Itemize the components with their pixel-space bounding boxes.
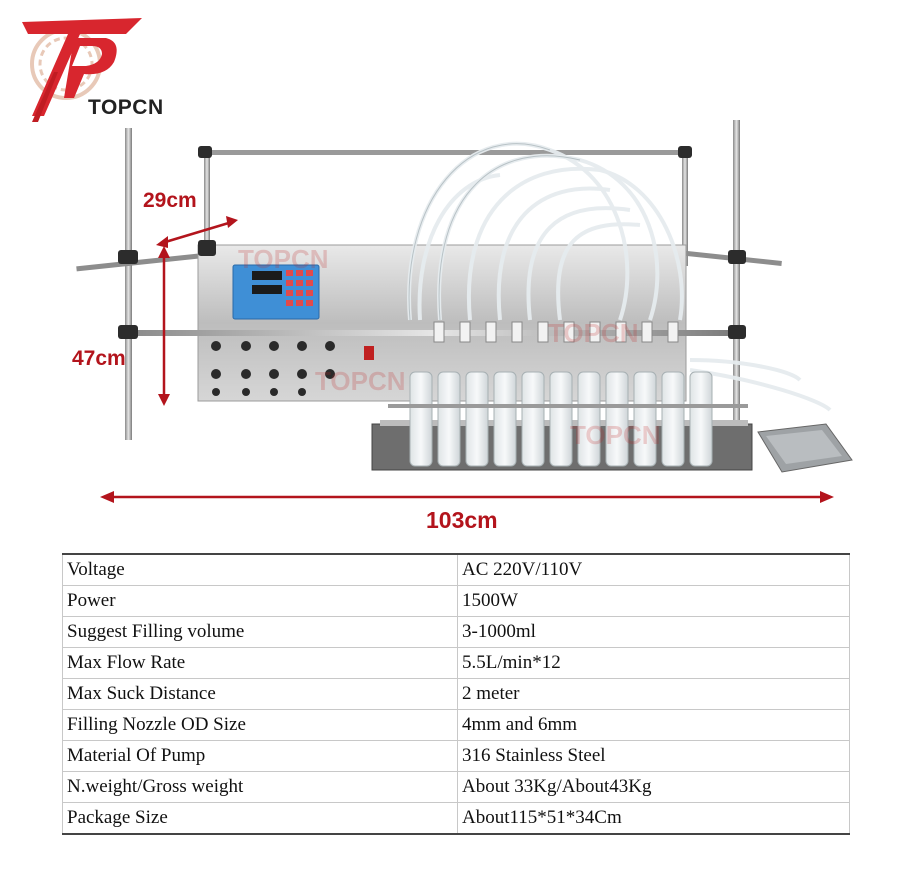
spec-label: Max Suck Distance	[62, 678, 458, 710]
watermark-text: TOPCN	[570, 420, 661, 450]
height-dimension-label: 47cm	[72, 347, 126, 370]
table-row: Max Suck Distance 2 meter	[62, 678, 850, 710]
table-row: Power 1500W	[62, 585, 850, 617]
spec-table: Voltage AC 220V/110V Power 1500W Suggest…	[62, 553, 850, 835]
spec-label: Voltage	[62, 553, 458, 586]
spec-value: 5.5L/min*12	[457, 647, 850, 679]
spec-value: 2 meter	[457, 678, 850, 710]
table-row: Voltage AC 220V/110V	[62, 553, 850, 586]
spec-value: 3-1000ml	[457, 616, 850, 648]
table-row: Material Of Pump 316 Stainless Steel	[62, 740, 850, 772]
spec-value: About 33Kg/About43Kg	[457, 771, 850, 803]
depth-dimension-label: 29cm	[143, 189, 197, 212]
width-dimension-label: 103cm	[426, 507, 498, 533]
topcn-logo-mark	[22, 18, 142, 122]
table-row: Package Size About115*51*34Cm	[62, 802, 850, 835]
spec-value: 4mm and 6mm	[457, 709, 850, 741]
brand-name: TOPCN	[88, 96, 164, 119]
product-photo	[76, 120, 853, 503]
spec-label: Max Flow Rate	[62, 647, 458, 679]
watermark-text: TOPCN	[238, 244, 329, 274]
spec-label: Material Of Pump	[62, 740, 458, 772]
spec-label: Package Size	[62, 802, 458, 835]
spec-value: 316 Stainless Steel	[457, 740, 850, 772]
table-row: N.weight/Gross weight About 33Kg/About43…	[62, 771, 850, 803]
watermark-text: TOPCN	[548, 318, 639, 348]
spec-value: AC 220V/110V	[457, 553, 850, 586]
spec-label: Suggest Filling volume	[62, 616, 458, 648]
spec-label: N.weight/Gross weight	[62, 771, 458, 803]
spec-label: Filling Nozzle OD Size	[62, 709, 458, 741]
spec-label: Power	[62, 585, 458, 617]
table-row: Max Flow Rate 5.5L/min*12	[62, 647, 850, 679]
table-row: Filling Nozzle OD Size 4mm and 6mm	[62, 709, 850, 741]
watermark-text: TOPCN	[315, 366, 406, 396]
brand-logo: TOPCN	[14, 12, 164, 130]
spec-value: About115*51*34Cm	[457, 802, 850, 835]
spec-value: 1500W	[457, 585, 850, 617]
table-row: Suggest Filling volume 3-1000ml	[62, 616, 850, 648]
